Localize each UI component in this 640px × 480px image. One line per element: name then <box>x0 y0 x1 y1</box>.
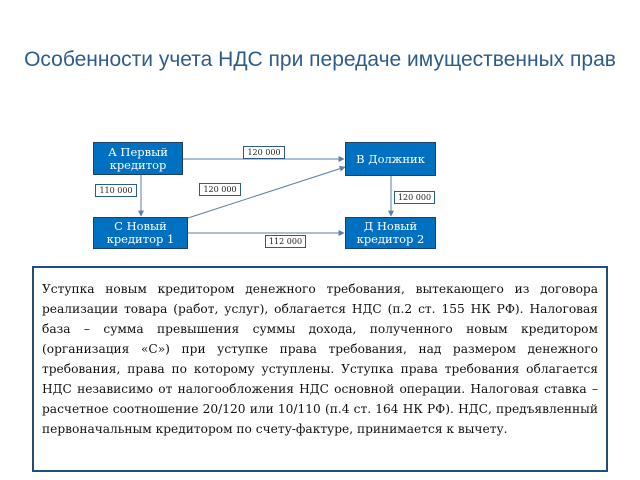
amount-c-to-b: 120 000 <box>199 183 241 196</box>
description-box: Уступка новым кредитором денежного требо… <box>32 266 608 472</box>
amount-c-to-a: 110 000 <box>95 184 137 197</box>
node-a-first-creditor: А Первый кредитор <box>93 142 183 175</box>
node-b-debtor: В Должник <box>345 142 436 176</box>
node-d-new-creditor-2: Д Новый кредитор 2 <box>345 217 436 249</box>
arrow-c-to-b <box>187 165 346 219</box>
amount-d-to-b: 120 000 <box>394 191 435 204</box>
page-title: Особенности учета НДС при передаче имуще… <box>24 48 616 71</box>
node-c-label: С Новый кредитор 1 <box>106 219 175 246</box>
node-b-label: В Должник <box>356 151 425 166</box>
node-d-label: Д Новый кредитор 2 <box>356 219 425 246</box>
description-text: Уступка новым кредитором денежного требо… <box>42 282 598 436</box>
amount-d-to-c: 112 000 <box>265 235 306 248</box>
amount-a-to-b: 120 000 <box>243 146 285 159</box>
node-c-new-creditor-1: С Новый кредитор 1 <box>93 217 188 249</box>
node-a-label: А Первый кредитор <box>108 144 168 172</box>
